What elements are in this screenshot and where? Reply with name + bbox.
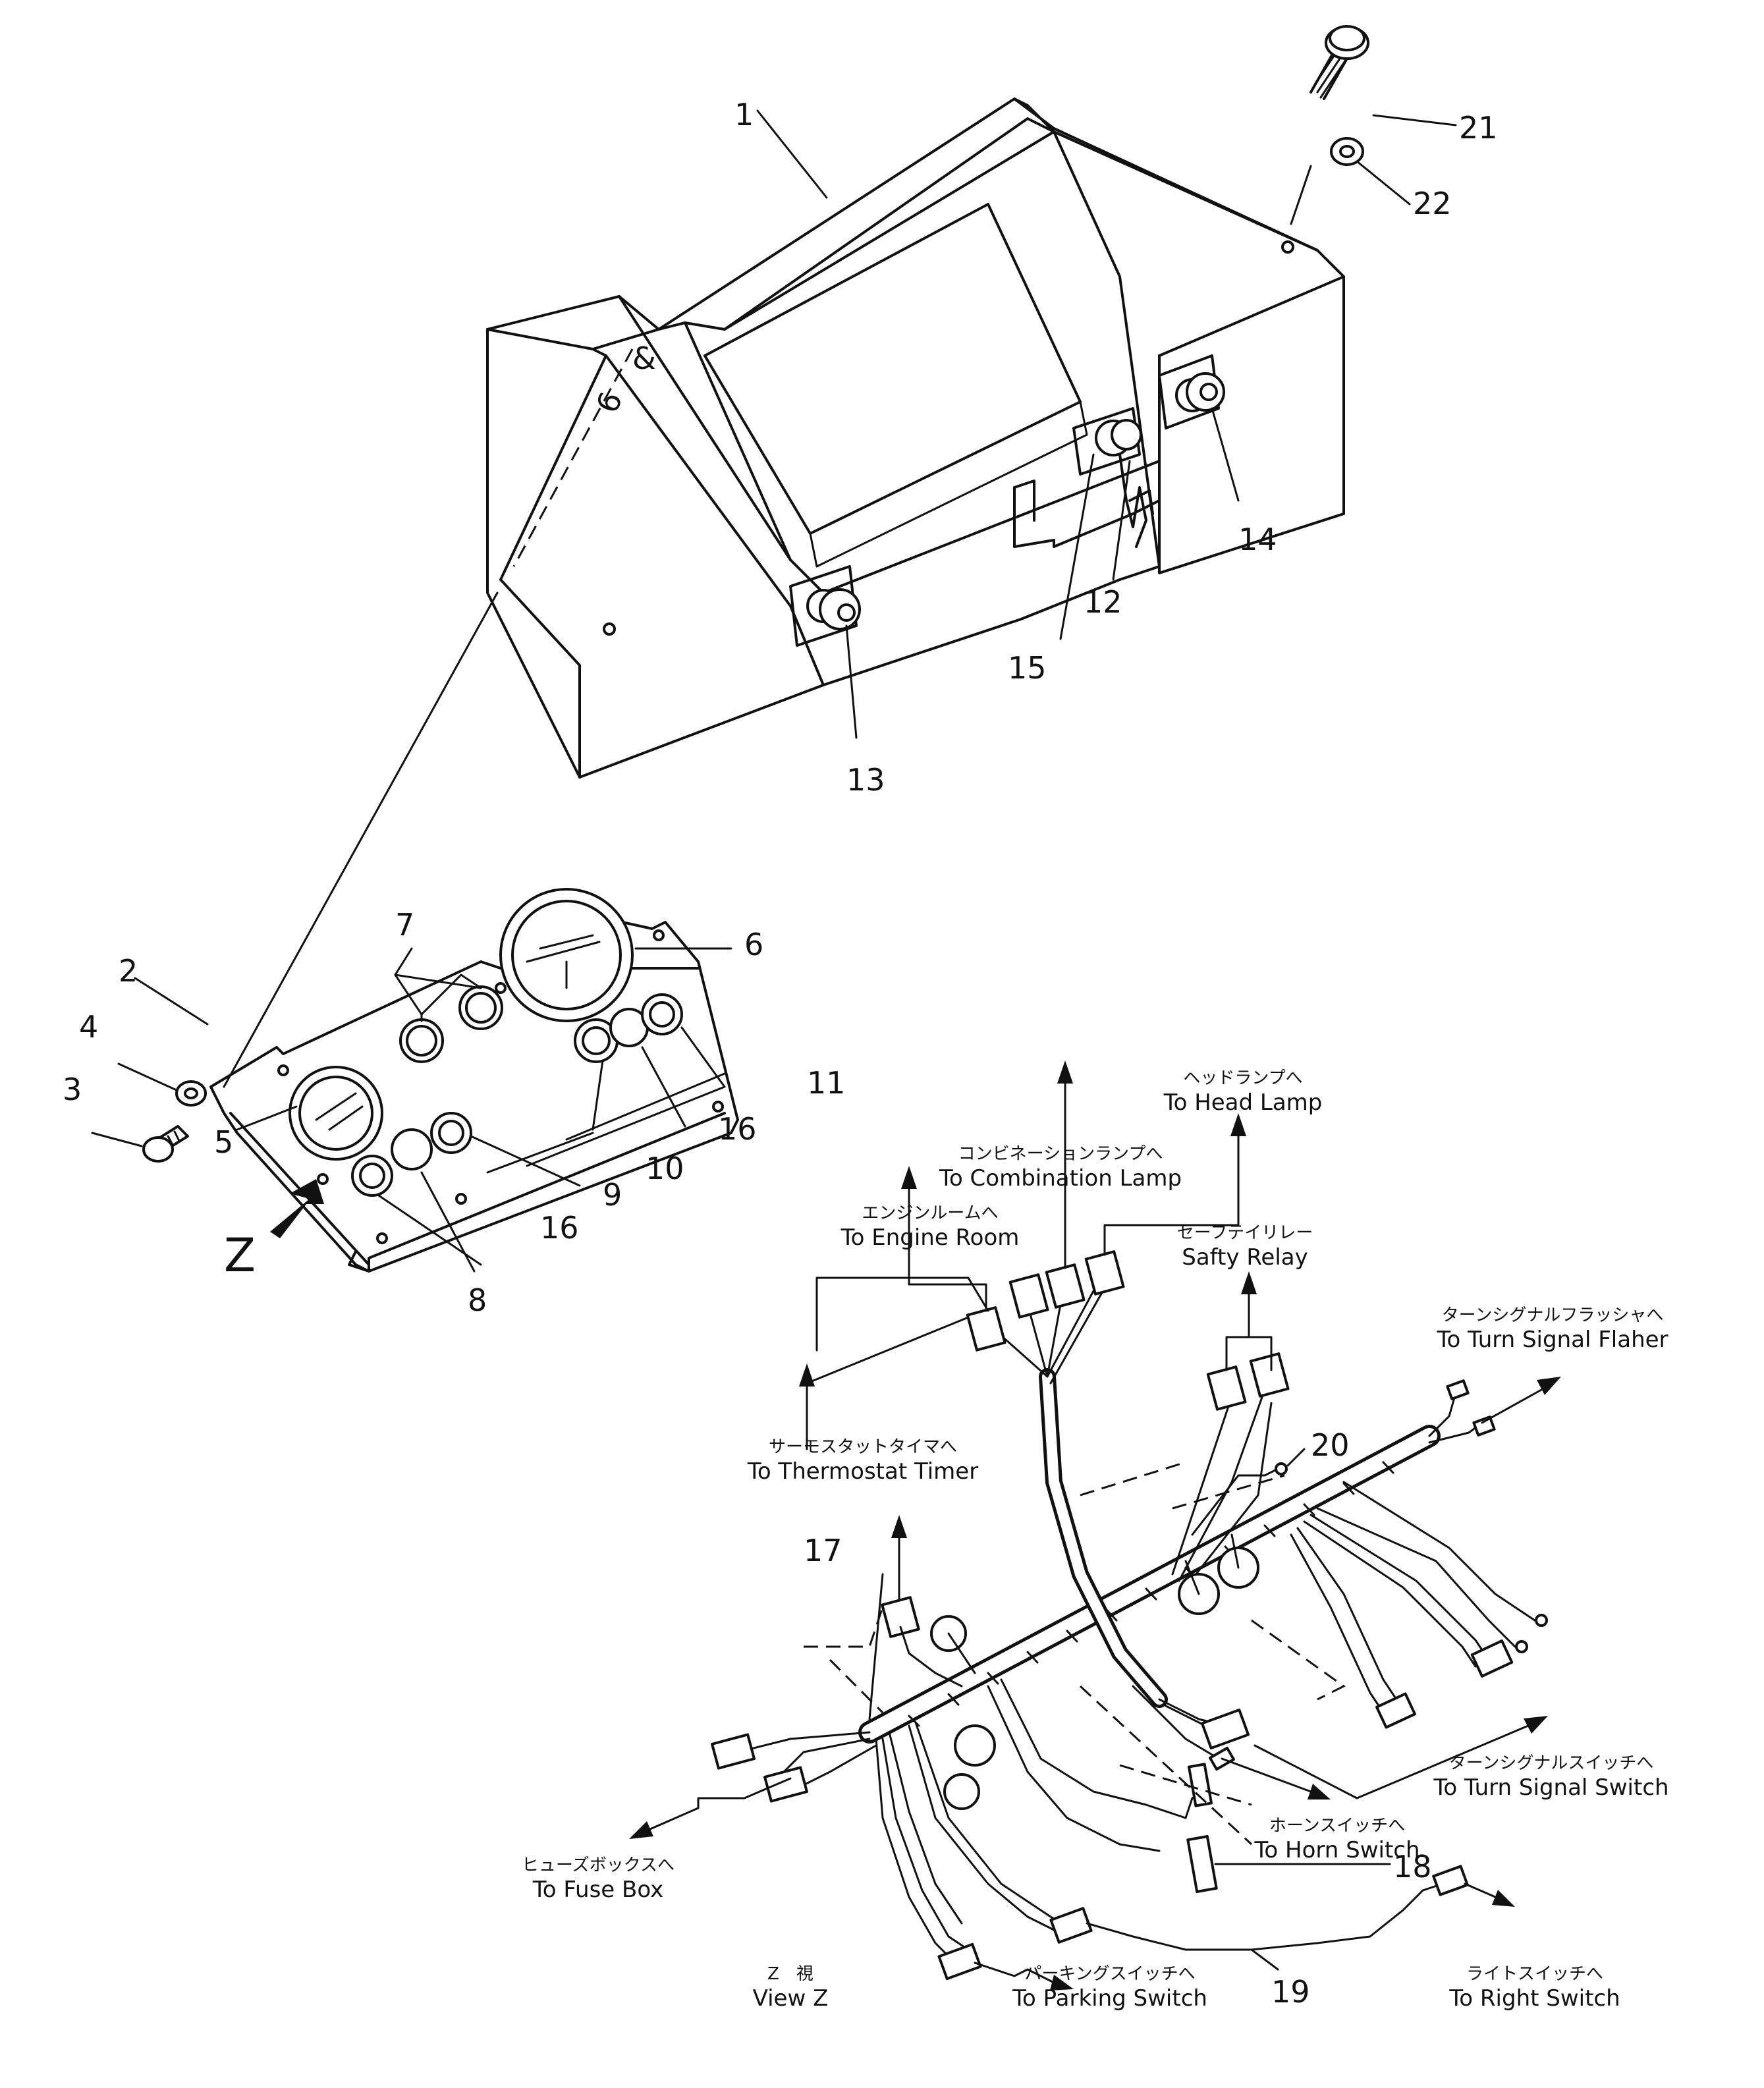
label-horn-switch-jp: ホーンスイッチへ xyxy=(1269,1816,1405,1836)
label-fuse-box-jp: ヒューズボックスへ xyxy=(522,1855,675,1875)
bolt-21 xyxy=(1309,25,1369,100)
part-number-6: 6 xyxy=(744,927,763,962)
part-number-7: 7 xyxy=(395,907,414,943)
indicator-7a xyxy=(399,1018,444,1063)
part-number-13: 13 xyxy=(846,762,885,798)
indicator-8 xyxy=(351,1155,393,1197)
screw-3 xyxy=(142,1125,189,1163)
part-number-21: 21 xyxy=(1459,110,1498,146)
part-number-9: 9 xyxy=(603,1177,622,1213)
leader-lines xyxy=(91,109,1561,1991)
view-caption-jp: Z 視 xyxy=(767,1964,813,1984)
part-number-3: 3 xyxy=(63,1072,82,1107)
indicator-7b xyxy=(458,985,503,1030)
label-turn-signal-switch-jp: ターンシグナルスイッチへ xyxy=(1449,1753,1654,1773)
label-right-switch-jp: ライトスイッチへ xyxy=(1466,1964,1603,1984)
indicator-10 xyxy=(574,1018,619,1063)
label-fuse-box-en: To Fuse Box xyxy=(532,1877,664,1903)
label-safety-relay-jp: セーフテイリレー xyxy=(1177,1223,1313,1243)
right-switch-knob xyxy=(1158,354,1225,429)
wiring-harness xyxy=(711,1250,1548,1981)
part-number-10: 10 xyxy=(646,1151,684,1186)
part-number-17: 17 xyxy=(804,1533,842,1568)
part-number-12: 12 xyxy=(1084,584,1122,620)
label-thermostat-timer-en: To Thermostat Timer xyxy=(747,1458,978,1485)
part-number-4: 4 xyxy=(79,1009,98,1045)
label-parking-switch-en: To Parking Switch xyxy=(1012,1985,1207,2012)
label-safety-relay-en: Safty Relay xyxy=(1182,1244,1308,1271)
part-number-1: 1 xyxy=(734,97,754,132)
part-number-16-lower: 16 xyxy=(540,1210,579,1246)
gauge-5 xyxy=(289,1066,383,1161)
part-number-20: 20 xyxy=(1311,1427,1350,1463)
label-combination-lamp-jp: コンビネーションランプへ xyxy=(958,1144,1163,1164)
view-marker-z: Z xyxy=(224,1228,256,1282)
part-number-8: 8 xyxy=(468,1282,487,1318)
washer-4 xyxy=(175,1080,207,1107)
label-turn-signal-switch-en: To Turn Signal Switch xyxy=(1433,1774,1668,1801)
gauge-6 xyxy=(499,888,634,1022)
label-turn-signal-flasher-en: To Turn Signal Flaher xyxy=(1436,1327,1668,1353)
part-number-15: 15 xyxy=(1008,650,1047,686)
assembly-leader xyxy=(223,591,499,1088)
label-thermostat-timer-jp: サーモスタットタイマへ xyxy=(769,1437,957,1457)
label-parking-switch-jp: パーキングスイッチへ xyxy=(1024,1964,1195,1984)
label-turn-signal-flasher-jp: ターンシグナルフラッシャへ xyxy=(1442,1305,1664,1325)
plug-16-lower xyxy=(391,1128,433,1170)
part-number-5: 5 xyxy=(214,1124,233,1160)
label-horn-switch-en: To Horn Switch xyxy=(1254,1837,1419,1863)
part-number-14: 14 xyxy=(1238,522,1277,557)
left-switch-knob xyxy=(789,565,861,647)
part-number-11: 11 xyxy=(807,1065,846,1101)
dashboard-housing: 6 & xyxy=(486,97,1345,779)
washer-22 xyxy=(1330,137,1364,166)
label-combination-lamp-en: To Combination Lamp xyxy=(939,1165,1182,1192)
part-number-19: 19 xyxy=(1271,1974,1310,2010)
label-engine-room-jp: エンジンルームへ xyxy=(862,1203,998,1223)
indicator-11 xyxy=(641,993,683,1035)
label-head-lamp-jp: ヘッドランプへ xyxy=(1183,1068,1302,1088)
label-engine-room-en: To Engine Room xyxy=(841,1224,1020,1251)
part-number-2: 2 xyxy=(119,953,138,989)
label-right-switch-en: To Right Switch xyxy=(1448,1985,1620,2012)
svg-text:&: & xyxy=(632,341,656,376)
part-number-18: 18 xyxy=(1393,1849,1432,1884)
part-number-16-upper: 16 xyxy=(718,1111,757,1147)
indicator-9 xyxy=(430,1112,472,1154)
view-z-arrow xyxy=(270,1179,324,1238)
part-number-22: 22 xyxy=(1413,186,1452,221)
view-caption-en: View Z xyxy=(753,1985,829,2012)
label-head-lamp-en: To Head Lamp xyxy=(1163,1089,1323,1116)
